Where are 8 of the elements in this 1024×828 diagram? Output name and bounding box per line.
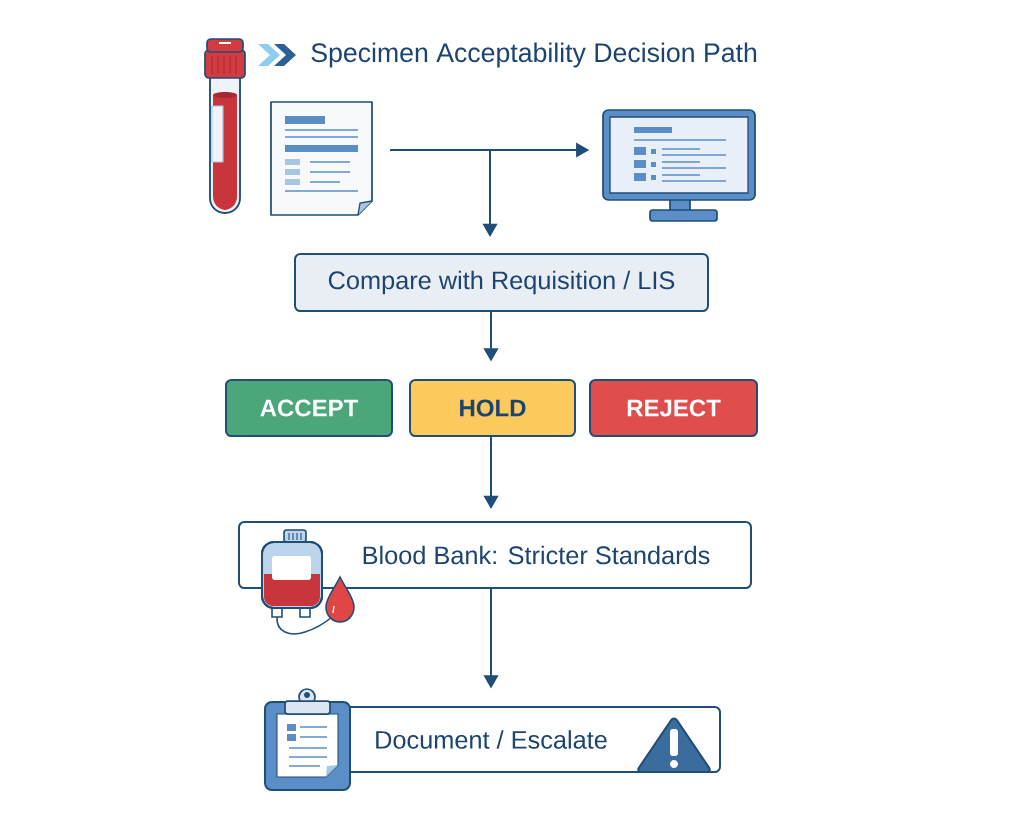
title: Specimen Acceptability Decision Path: [311, 42, 757, 68]
process-box: Blood Bank: Stricter Standards: [238, 521, 752, 589]
outcome-box: HOLD: [409, 379, 576, 437]
outcome-box: REJECT: [589, 379, 758, 437]
outcome-box: ACCEPT: [225, 379, 393, 437]
process-box: Compare with Requisition / LIS: [294, 253, 709, 312]
document-icon: [270, 101, 373, 216]
monitor-icon: [602, 109, 756, 222]
